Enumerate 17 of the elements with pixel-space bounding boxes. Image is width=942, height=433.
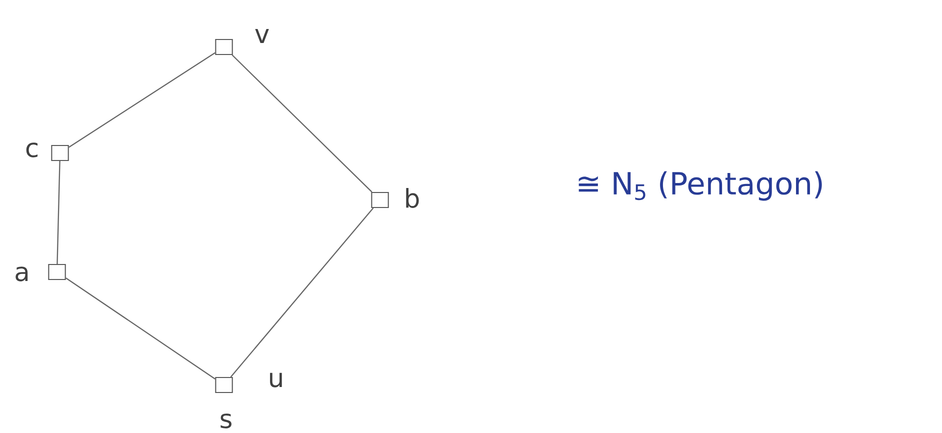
vertex-label: u [270, 372, 282, 388]
vertex-box [371, 192, 389, 208]
isomorphism-note: ≅ N$_{5}$ (Pentagon) [578, 171, 822, 201]
vertex-label: c [26, 142, 38, 158]
vertex-label: a [16, 266, 28, 282]
hasse-edge [66, 278, 216, 380]
vertex-label: v [255, 28, 269, 44]
vertex-label: s [220, 414, 232, 428]
hasse-edge [56, 161, 60, 264]
vertex-box [215, 38, 233, 56]
vertex-box [215, 376, 233, 394]
hasse-edge [232, 54, 372, 192]
hasse-edge [68, 52, 216, 148]
vertex-box [51, 144, 69, 162]
vertex-label: b [406, 188, 419, 208]
vertex-box [48, 264, 66, 280]
hasse-edge [230, 208, 374, 378]
